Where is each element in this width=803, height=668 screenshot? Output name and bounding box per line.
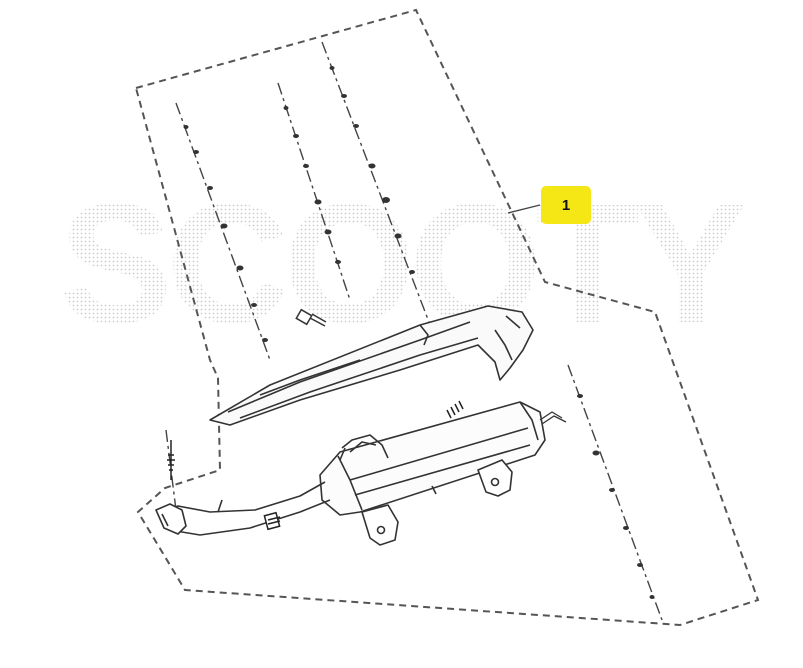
svg-text:SCOOTY: SCOOTY bbox=[59, 169, 744, 359]
assembly-boundary bbox=[134, 8, 760, 627]
muffler-brackets bbox=[361, 459, 513, 546]
sensor-wire bbox=[539, 411, 567, 425]
cover-bolt bbox=[295, 308, 327, 327]
pipe-clamp bbox=[263, 511, 281, 531]
muffler-body bbox=[319, 401, 546, 516]
fastener-marks bbox=[183, 66, 655, 599]
pipe-stud bbox=[167, 440, 175, 480]
part-callout-1[interactable]: 1 bbox=[541, 186, 591, 224]
exhaust-pipe bbox=[155, 481, 331, 536]
callout-leader bbox=[507, 204, 541, 214]
watermark-logo: SCOOTY bbox=[59, 169, 750, 359]
heat-shield-cover bbox=[209, 305, 534, 426]
muffler-spring bbox=[446, 400, 464, 419]
